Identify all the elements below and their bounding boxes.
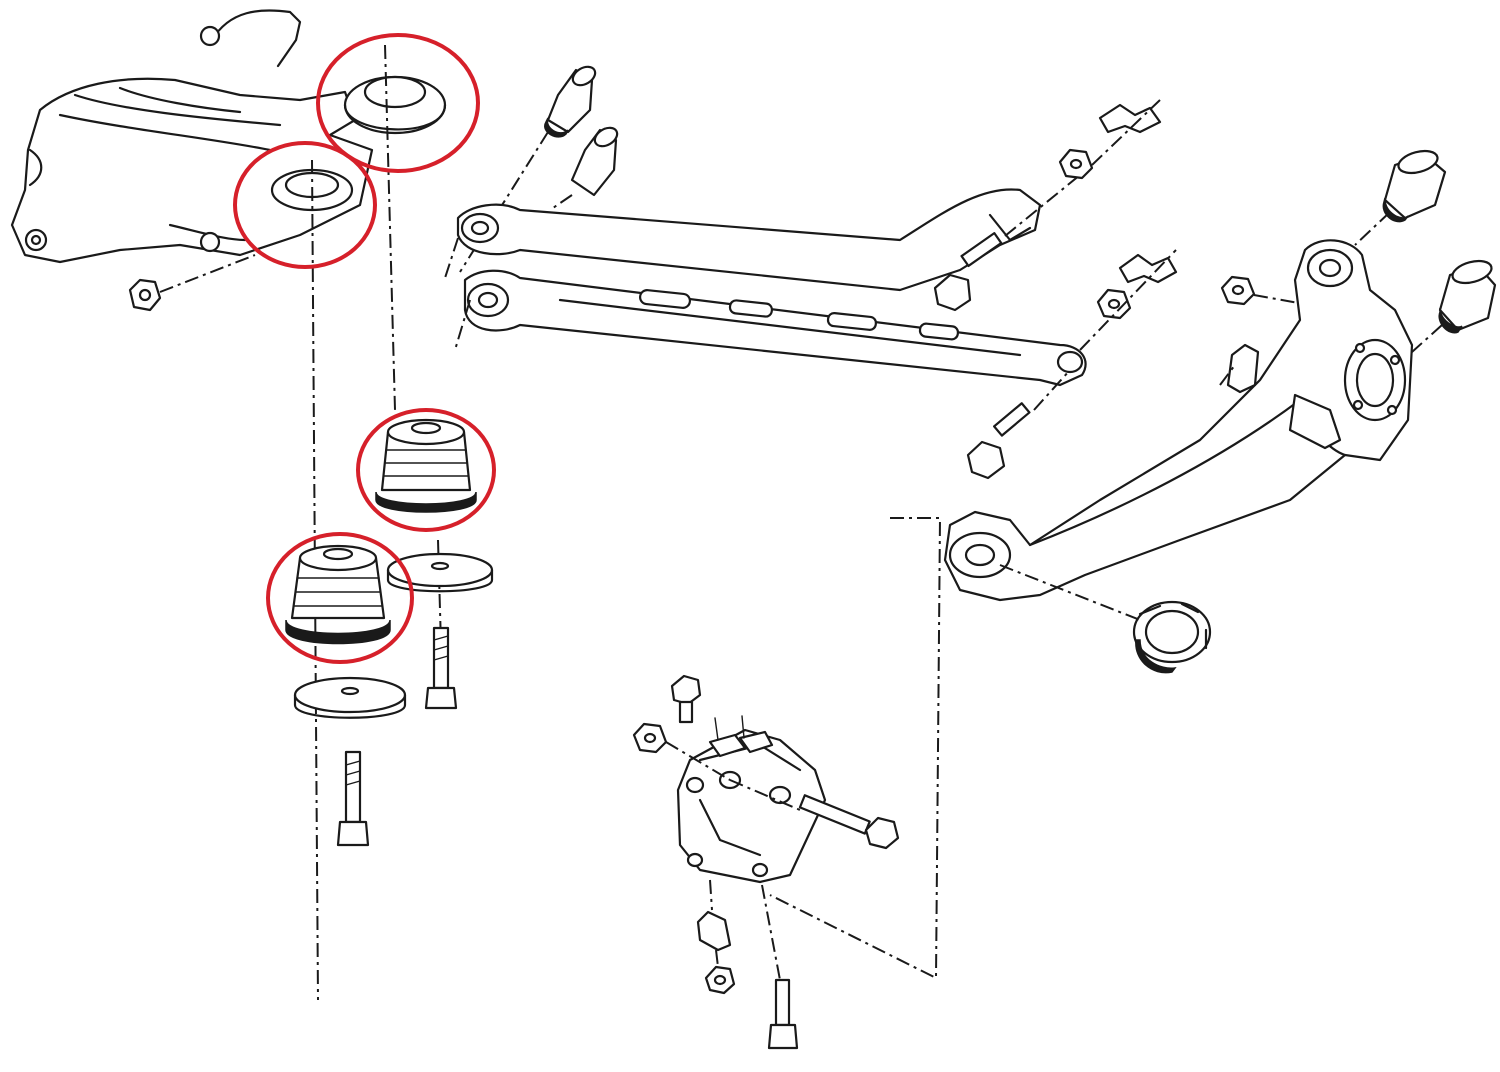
lower-arm-clip (1118, 253, 1178, 284)
arm-bushing-axis-2 (549, 194, 573, 211)
bracket-inner-edge (698, 798, 762, 857)
rear-mount-boss-skirt (343, 103, 447, 131)
lower-control-arm (463, 269, 1087, 387)
knuckle-bushing-upper (1382, 149, 1447, 223)
trailing-arm-bushing-axis (999, 564, 1141, 621)
upper-arm-end (988, 213, 1032, 242)
lower-arm-clip-axis (1079, 249, 1177, 351)
rear-lower-bolt (424, 626, 458, 710)
brake-line (210, 9, 302, 68)
bracket-hole-5 (751, 862, 769, 878)
trailing-arm-edge (1028, 398, 1302, 547)
knuckle-nut (1220, 275, 1256, 306)
rear-lower-washer (386, 552, 494, 593)
subframe-rib-2 (118, 86, 242, 114)
bracket-side-nut (632, 722, 668, 754)
lower-arm-rib (558, 298, 1022, 357)
knuckle-bracket (1226, 343, 1260, 394)
knuckle-bushing-upper-axis (1354, 211, 1391, 246)
trailing-arm-knuckle (943, 239, 1414, 602)
bracket-tab-1 (708, 733, 747, 758)
upper-arm-bushing-1 (544, 65, 597, 138)
upper-arm-clip-axis (1091, 99, 1161, 166)
bracket-bolt-axis (729, 779, 801, 811)
bracket-side-axis (665, 741, 731, 781)
upper-arm-bolt (933, 232, 1003, 312)
bracket-hole-3 (685, 776, 705, 794)
highlight-front-lower-bushing (266, 532, 414, 664)
rear-mount-boss-inner (363, 75, 427, 109)
lower-arm-end-eye (1056, 350, 1084, 374)
front-lower-washer (293, 676, 407, 719)
subframe-nut (128, 278, 162, 312)
upper-arm-bolt-axis (1004, 174, 1081, 237)
front-lower-bolt (336, 750, 370, 847)
upper-arm-nut (1058, 148, 1094, 180)
highlight-front-upper-mount (233, 141, 377, 269)
rear-subframe (10, 9, 447, 264)
bracket-through-bolt (798, 794, 900, 850)
rear-lower-bushing (375, 418, 477, 513)
lower-arm-nut (1096, 288, 1132, 320)
knuckle-bushing-lower-axis (1411, 324, 1443, 353)
knuckle-bracket-axis (1219, 364, 1236, 386)
highlight-rear-lower-bushing (356, 408, 496, 532)
front-mount-axis (311, 159, 319, 1001)
lower-arm-axis-left (454, 299, 471, 351)
bracket-bottom-axis (761, 884, 781, 981)
front-lower-bushing (285, 544, 391, 645)
bracket-hole-4 (686, 852, 704, 868)
brake-line-fitting (199, 25, 221, 47)
subframe-body (10, 77, 374, 264)
knuckle-lug (1288, 393, 1342, 450)
bracket-nut-axis (715, 949, 719, 968)
bracket-axis-frame (769, 517, 942, 980)
subframe-flange (28, 148, 43, 187)
upper-arm-axis-left (444, 237, 459, 279)
mounting-bracket (676, 728, 827, 884)
nut-axis (159, 254, 256, 293)
highlight-markers (233, 33, 496, 664)
bracket-clip (696, 910, 732, 952)
bracket-bottom-nut (704, 965, 736, 995)
subframe-mount-hole (199, 231, 221, 253)
subframe-edge (73, 93, 282, 127)
bracket-bottom-bolt (767, 978, 799, 1050)
bracket-clip-axis (709, 879, 713, 911)
upper-arm-bushing-2 (570, 126, 619, 197)
subframe-rib (58, 113, 272, 152)
knuckle-bushing-lower (1438, 259, 1497, 334)
bracket-studs (714, 715, 745, 741)
upper-control-arm (456, 188, 1042, 292)
highlight-rear-upper-mount (316, 33, 480, 173)
lower-arm-bolt-axis (1033, 369, 1071, 411)
lower-arm-bolt (966, 402, 1031, 480)
subframe-hole-inner (30, 234, 42, 246)
rear-mount-axis-upper (384, 44, 396, 411)
trailing-arm-bushing (1132, 600, 1212, 674)
bracket-top-bolt (670, 674, 702, 724)
upper-arm-clip (1098, 103, 1162, 134)
bracket-tab-2 (738, 730, 774, 754)
